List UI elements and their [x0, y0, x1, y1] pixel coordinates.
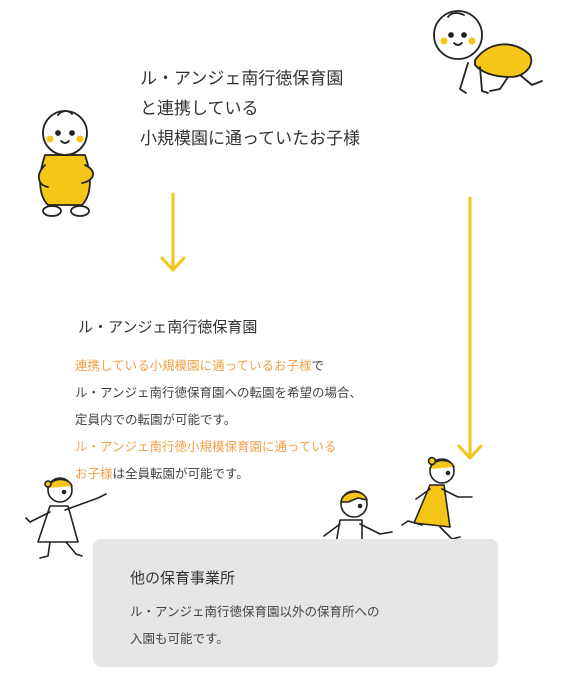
middle-body: 連携している小規模園に通っているお子様で ル・アンジェ南行徳保育園への転園を希望…: [75, 352, 455, 487]
other-line2: 入園も可能です。: [130, 631, 229, 646]
middle-line4: ル・アンジェ南行徳小規模保育園に通っている: [75, 439, 337, 454]
top-heading-line3: 小規模園に通っていたお子様: [140, 129, 361, 149]
running-girl-illustration: [401, 456, 473, 540]
sitting-baby-illustration: [38, 110, 94, 217]
other-title: 他の保育事業所: [130, 569, 236, 587]
other-facilities-box: [93, 539, 498, 667]
middle-title: ル・アンジェ南行徳保育園: [78, 318, 258, 336]
top-heading: ル・アンジェ南行徳保育園 と連携している 小規模園に通っていたお子様: [140, 64, 440, 154]
middle-line5: お子様は全員転園が可能です。: [75, 460, 455, 487]
other-line1: ル・アンジェ南行徳保育園以外の保育所への: [130, 604, 380, 619]
arrow-down-icon: [160, 192, 186, 272]
middle-line3: 定員内での転園が可能です。: [75, 412, 237, 427]
top-heading-line2: と連携している: [140, 99, 259, 119]
middle-line5-rest: は全員転園が可能です。: [112, 466, 249, 481]
middle-line2: ル・アンジェ南行徳保育園への転園を希望の場合、: [75, 385, 363, 400]
other-body: ル・アンジェ南行徳保育園以外の保育所への 入園も可能です。: [130, 598, 470, 652]
crawling-baby-illustration: [433, 10, 543, 94]
top-heading-line1: ル・アンジェ南行徳保育園: [140, 69, 344, 89]
pointing-girl-illustration: [25, 477, 107, 559]
arrow-down-icon: [457, 196, 483, 460]
middle-line1: 連携している小規模園に通っているお子様で: [75, 352, 455, 379]
middle-line5-highlight: お子様: [75, 466, 113, 481]
middle-line1-highlight: 連携している小規模園に通っているお子様: [75, 358, 312, 373]
middle-line1-rest: で: [311, 358, 325, 373]
